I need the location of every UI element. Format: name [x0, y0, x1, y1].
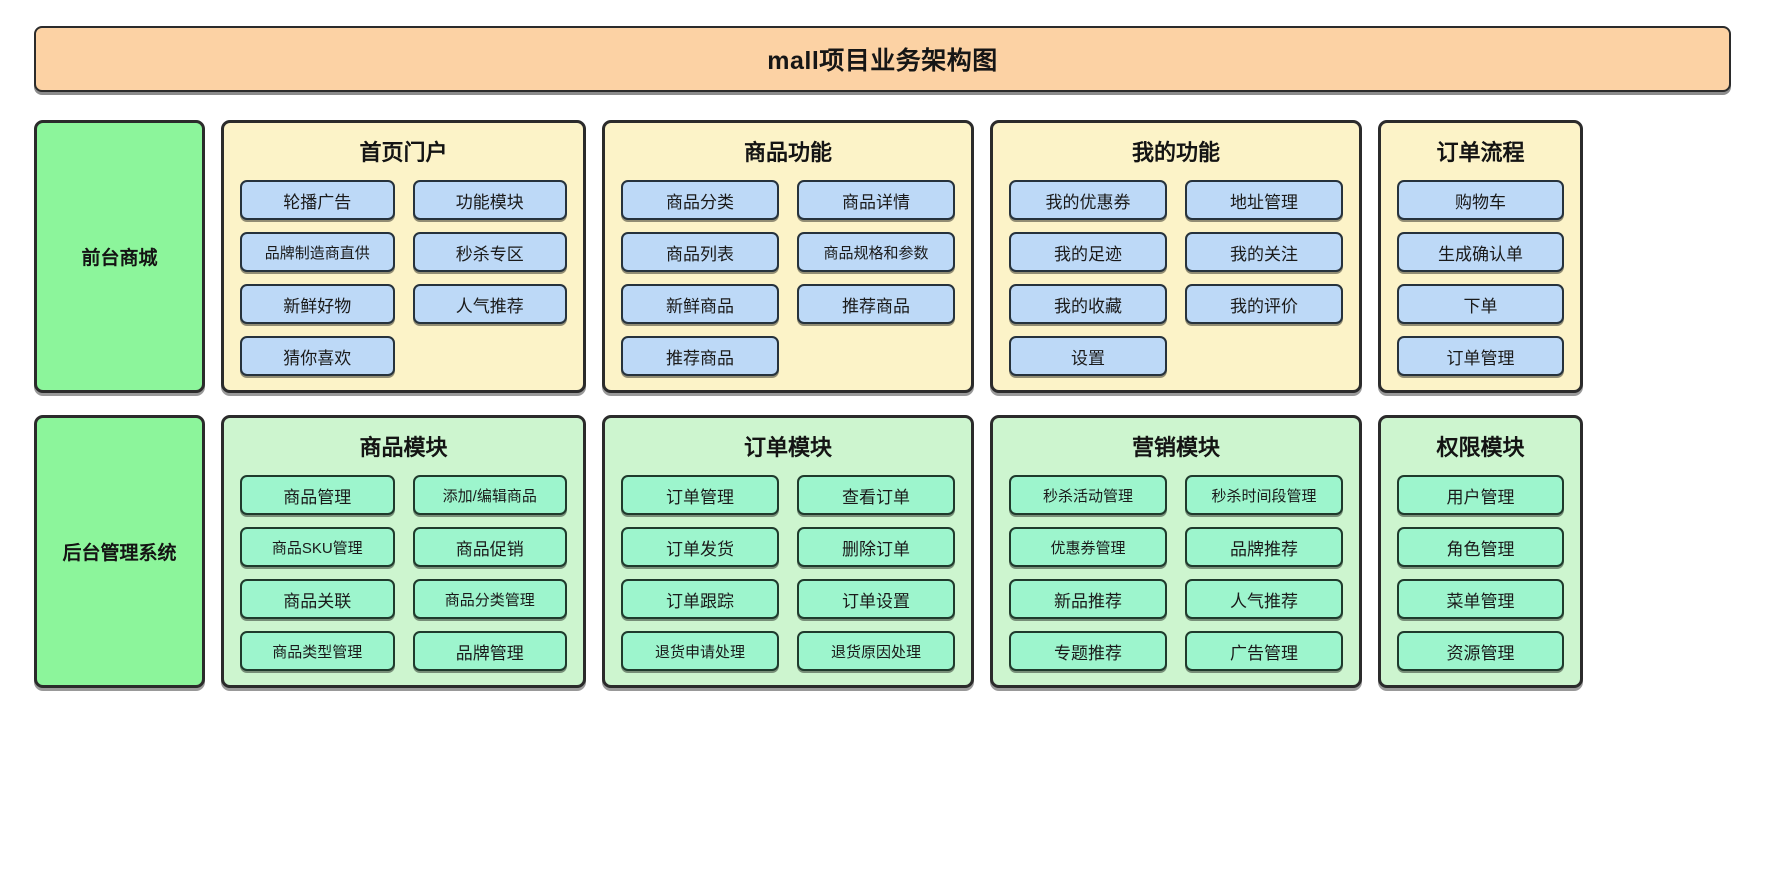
leaf-item[interactable]: 猜你喜欢: [240, 336, 395, 376]
leaf-item[interactable]: 设置: [1009, 336, 1167, 376]
group-items-product-module: 商品管理 添加/编辑商品 商品SKU管理 商品促销 商品关联 商品分类管理 商品…: [240, 475, 567, 671]
leaf-item[interactable]: 秒杀活动管理: [1009, 475, 1167, 515]
leaf-item[interactable]: 我的足迹: [1009, 232, 1167, 272]
leaf-item[interactable]: 购物车: [1397, 180, 1564, 220]
group-items-order-flow: 购物车 生成确认单 下单 订单管理: [1397, 180, 1564, 376]
leaf-item[interactable]: 订单发货: [621, 527, 779, 567]
group-items-marketing-module: 秒杀活动管理 秒杀时间段管理 优惠券管理 品牌推荐 新品推荐 人气推荐 专题推荐…: [1009, 475, 1343, 671]
architecture-row-frontend: 前台商城 首页门户 轮播广告 功能模块 品牌制造商直供 秒杀专区 新鲜好物 人气…: [34, 120, 1731, 393]
leaf-item[interactable]: 功能模块: [412, 180, 567, 220]
leaf-item[interactable]: 角色管理: [1397, 527, 1564, 567]
leaf-item[interactable]: 退货申请处理: [621, 631, 779, 671]
leaf-item[interactable]: 品牌推荐: [1185, 527, 1343, 567]
leaf-item[interactable]: 退货原因处理: [797, 631, 955, 671]
group-title-product-module: 商品模块: [359, 435, 448, 460]
side-label-backend: 后台管理系统: [34, 415, 205, 688]
leaf-item[interactable]: 商品分类管理: [412, 579, 567, 619]
group-title-home-portal: 首页门户: [359, 140, 448, 165]
leaf-item[interactable]: 订单设置: [797, 579, 955, 619]
group-product-module: 商品模块 商品管理 添加/编辑商品 商品SKU管理 商品促销 商品关联 商品分类…: [221, 415, 586, 688]
leaf-item[interactable]: 轮播广告: [240, 180, 395, 220]
leaf-item[interactable]: 专题推荐: [1009, 631, 1167, 671]
leaf-item[interactable]: 品牌管理: [412, 631, 567, 671]
leaf-item[interactable]: 新鲜好物: [240, 284, 395, 324]
leaf-item[interactable]: 地址管理: [1185, 180, 1343, 220]
group-items-product-features: 商品分类 商品详情 商品列表 商品规格和参数 新鲜商品 推荐商品 推荐商品: [621, 180, 955, 376]
leaf-item[interactable]: 广告管理: [1185, 631, 1343, 671]
group-order-flow: 订单流程 购物车 生成确认单 下单 订单管理: [1378, 120, 1583, 393]
leaf-item[interactable]: 我的收藏: [1009, 284, 1167, 324]
group-title-product-features: 商品功能: [743, 140, 832, 165]
leaf-item[interactable]: 商品详情: [797, 180, 955, 220]
group-title-marketing-module: 营销模块: [1131, 435, 1220, 460]
leaf-item[interactable]: 商品分类: [621, 180, 779, 220]
group-my-features: 我的功能 我的优惠券 地址管理 我的足迹 我的关注 我的收藏 我的评价 设置: [990, 120, 1362, 393]
side-label-frontend: 前台商城: [34, 120, 205, 393]
group-title-order-flow: 订单流程: [1436, 140, 1525, 165]
leaf-item[interactable]: 商品SKU管理: [240, 527, 395, 567]
leaf-item[interactable]: 查看订单: [797, 475, 955, 515]
leaf-item[interactable]: 生成确认单: [1397, 232, 1564, 272]
group-items-order-module: 订单管理 查看订单 订单发货 删除订单 订单跟踪 订单设置 退货申请处理 退货原…: [621, 475, 955, 671]
leaf-item[interactable]: 推荐商品: [621, 336, 779, 376]
leaf-item[interactable]: 添加/编辑商品: [412, 475, 567, 515]
leaf-item[interactable]: 我的关注: [1185, 232, 1343, 272]
leaf-item[interactable]: 品牌制造商直供: [240, 232, 395, 272]
leaf-item[interactable]: 推荐商品: [797, 284, 955, 324]
group-product-features: 商品功能 商品分类 商品详情 商品列表 商品规格和参数 新鲜商品 推荐商品 推荐…: [602, 120, 974, 393]
leaf-item[interactable]: 商品列表: [621, 232, 779, 272]
leaf-item[interactable]: 秒杀专区: [412, 232, 567, 272]
leaf-item[interactable]: 新鲜商品: [621, 284, 779, 324]
group-items-home-portal: 轮播广告 功能模块 品牌制造商直供 秒杀专区 新鲜好物 人气推荐 猜你喜欢: [240, 180, 567, 376]
group-auth-module: 权限模块 用户管理 角色管理 菜单管理 资源管理: [1378, 415, 1583, 688]
leaf-item[interactable]: 下单: [1397, 284, 1564, 324]
group-marketing-module: 营销模块 秒杀活动管理 秒杀时间段管理 优惠券管理 品牌推荐 新品推荐 人气推荐…: [990, 415, 1362, 688]
leaf-item[interactable]: 秒杀时间段管理: [1185, 475, 1343, 515]
group-home-portal: 首页门户 轮播广告 功能模块 品牌制造商直供 秒杀专区 新鲜好物 人气推荐 猜你…: [221, 120, 586, 393]
group-title-order-module: 订单模块: [743, 435, 832, 460]
leaf-item[interactable]: 商品类型管理: [240, 631, 395, 671]
leaf-item[interactable]: 我的评价: [1185, 284, 1343, 324]
group-title-my-features: 我的功能: [1131, 140, 1220, 165]
leaf-item[interactable]: 订单管理: [1397, 336, 1564, 376]
leaf-item[interactable]: 人气推荐: [412, 284, 567, 324]
leaf-item[interactable]: 商品管理: [240, 475, 395, 515]
leaf-item[interactable]: 商品规格和参数: [797, 232, 955, 272]
group-items-auth-module: 用户管理 角色管理 菜单管理 资源管理: [1397, 475, 1564, 671]
leaf-item[interactable]: 资源管理: [1397, 631, 1564, 671]
leaf-item[interactable]: 订单跟踪: [621, 579, 779, 619]
leaf-item[interactable]: 删除订单: [797, 527, 955, 567]
group-title-auth-module: 权限模块: [1436, 435, 1525, 460]
leaf-item[interactable]: 我的优惠券: [1009, 180, 1167, 220]
leaf-item[interactable]: 优惠券管理: [1009, 527, 1167, 567]
group-items-my-features: 我的优惠券 地址管理 我的足迹 我的关注 我的收藏 我的评价 设置: [1009, 180, 1343, 376]
leaf-item[interactable]: 菜单管理: [1397, 579, 1564, 619]
group-order-module: 订单模块 订单管理 查看订单 订单发货 删除订单 订单跟踪 订单设置 退货申请处…: [602, 415, 974, 688]
diagram-title: mall项目业务架构图: [34, 26, 1731, 92]
leaf-item[interactable]: 用户管理: [1397, 475, 1564, 515]
leaf-item[interactable]: 人气推荐: [1185, 579, 1343, 619]
leaf-item[interactable]: 新品推荐: [1009, 579, 1167, 619]
leaf-item[interactable]: 商品促销: [412, 527, 567, 567]
leaf-item[interactable]: 订单管理: [621, 475, 779, 515]
leaf-item[interactable]: 商品关联: [240, 579, 395, 619]
architecture-row-backend: 后台管理系统 商品模块 商品管理 添加/编辑商品 商品SKU管理 商品促销 商品…: [34, 415, 1731, 688]
